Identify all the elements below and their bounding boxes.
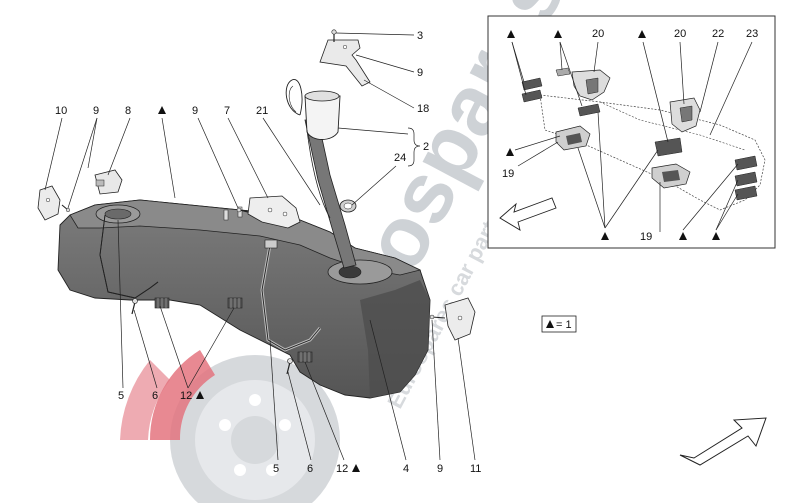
bracket-7 xyxy=(247,195,301,229)
inset-leader-lines xyxy=(511,41,753,232)
tank-strap-right xyxy=(260,239,322,352)
bracket-11 xyxy=(444,297,476,341)
callout-6-right: 6 xyxy=(307,463,313,475)
callout-9-left: 9 xyxy=(93,105,99,117)
inset-triangle-6 xyxy=(679,232,687,240)
callout-3: 3 xyxy=(417,30,423,42)
inset-bracket-20-left xyxy=(555,67,611,101)
inset-triangle-7 xyxy=(712,232,720,240)
filler-neck-socket xyxy=(338,265,362,279)
inset-pad-mid xyxy=(577,103,601,117)
inset-callout-20-right: 20 xyxy=(674,28,686,40)
bolt-6-right xyxy=(286,358,293,375)
triangle-marker-12-left xyxy=(196,391,204,399)
callout-2: 2 xyxy=(423,141,429,153)
callout-12-left: 12 xyxy=(180,390,192,402)
inset-blocks-19 xyxy=(555,125,691,189)
callout-12-right: 12 xyxy=(336,463,348,475)
filler-neck-assembly xyxy=(285,79,357,269)
callout-6-left: 6 xyxy=(152,390,158,402)
inset-triangle-2 xyxy=(554,30,562,38)
legend-equals-text: = 1 xyxy=(556,319,572,331)
fuel-tank-top-face xyxy=(69,199,422,276)
callout-9-right: 9 xyxy=(437,463,443,475)
bolt-3 xyxy=(331,29,337,42)
main-leader-lines xyxy=(44,32,476,461)
inset-detail-box: 20 20 22 23 19 19 xyxy=(487,15,776,249)
fuel-pump-flange-left-inner xyxy=(104,208,132,220)
bolt-9-bracket-7 xyxy=(236,207,249,213)
legend-triangle-icon xyxy=(546,320,554,328)
inset-callout-23: 23 xyxy=(746,28,758,40)
bracket-18 xyxy=(319,39,371,87)
fuel-sender-8 xyxy=(94,169,123,195)
inset-bracket-20-right xyxy=(669,97,701,133)
legend-box: = 1 xyxy=(541,315,577,333)
fuel-tank-side-shade xyxy=(360,280,430,398)
inset-triangle-1 xyxy=(507,30,515,38)
inset-direction-arrow xyxy=(499,197,557,231)
filler-side-hose xyxy=(306,129,331,219)
tank-strap-left xyxy=(99,214,159,299)
bolt-9-bracket-10 xyxy=(61,204,71,213)
strap-clip xyxy=(264,239,278,249)
bracket-10 xyxy=(37,185,61,221)
inset-triangle-4 xyxy=(506,148,514,156)
inset-triangle-5 xyxy=(601,232,609,240)
bolt-6-left xyxy=(131,298,138,315)
triangle-marker-top-left xyxy=(158,106,166,114)
callout-4: 4 xyxy=(403,463,409,475)
inset-pads-right xyxy=(734,155,758,201)
callout-5-left: 5 xyxy=(118,390,124,402)
callout-8: 8 xyxy=(125,105,131,117)
front-direction-arrow xyxy=(679,417,767,466)
callout-18: 18 xyxy=(417,103,429,115)
inset-callout-labels: 20 20 22 23 19 19 xyxy=(502,28,758,243)
tank-stud-1 xyxy=(223,209,229,221)
rubber-pad-12-right xyxy=(297,351,313,363)
inset-callout-19-right: 19 xyxy=(640,231,652,243)
inset-callout-19-left: 19 xyxy=(502,168,514,180)
callout-5-right: 5 xyxy=(273,463,279,475)
rubber-pad-12-left xyxy=(154,297,170,309)
bolt-9-bracket-11 xyxy=(429,314,446,320)
inset-callout-20-left: 20 xyxy=(592,28,604,40)
callout-21: 21 xyxy=(256,105,268,117)
rubber-pad-12-mid xyxy=(227,297,243,309)
inset-pad-stack-left xyxy=(521,77,543,103)
inset-callout-22: 22 xyxy=(712,28,724,40)
filler-cup-rim xyxy=(304,90,340,102)
callout-24: 24 xyxy=(394,152,406,164)
main-callout-labels: 3 9 18 2 24 10 9 8 9 7 21 5 6 12 5 6 12 … xyxy=(55,30,481,475)
callout-10: 10 xyxy=(55,105,67,117)
triangle-marker-12-right xyxy=(352,464,360,472)
inset-triangle-3 xyxy=(638,30,646,38)
callout-9-mid: 9 xyxy=(192,105,198,117)
callout-7: 7 xyxy=(224,105,230,117)
vent-hose-loop xyxy=(285,79,303,116)
watermark-brake-disc xyxy=(120,350,340,503)
callout-11: 11 xyxy=(470,463,481,475)
callout-9-top: 9 xyxy=(417,67,423,79)
filler-cup xyxy=(304,95,341,140)
